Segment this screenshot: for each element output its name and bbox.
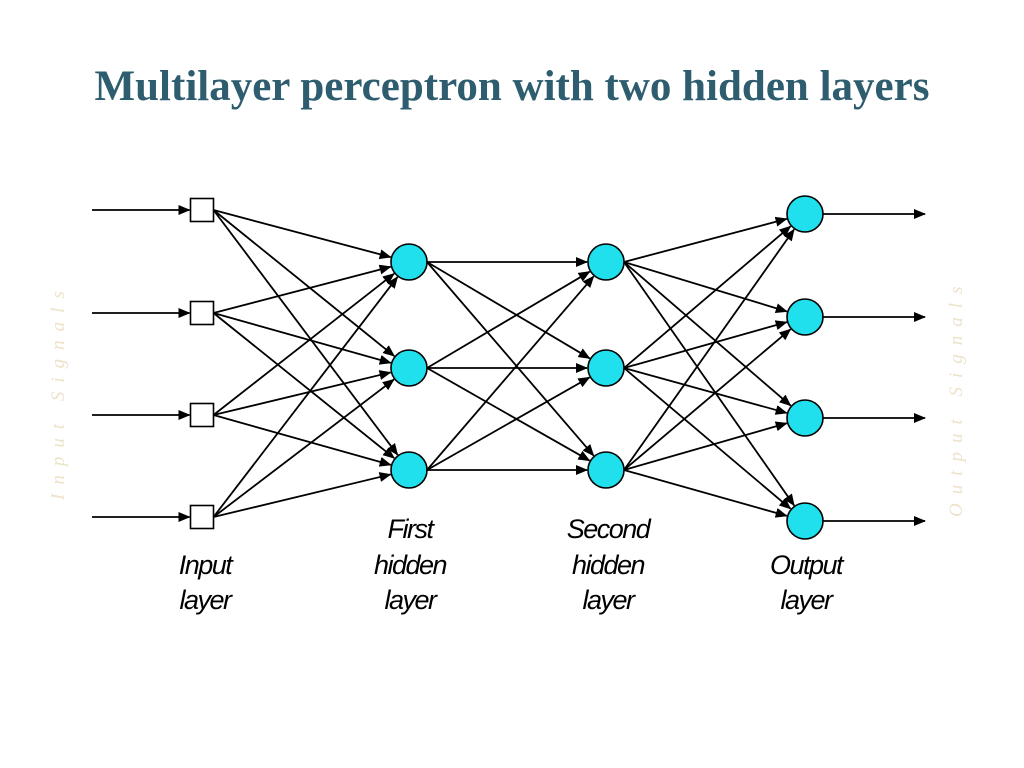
connection-hidden1-1-to-hidden2-2 [426,261,591,360]
input-node-1 [189,197,215,223]
connection-hidden1-2-to-hidden2-1 [426,270,591,369]
connections-group [92,205,926,526]
connection-input-2-to-hidden1-3 [212,312,395,459]
connection-input-1-to-hidden1-3 [212,209,399,456]
input-node-4 [189,504,215,530]
connection-input-1-to-hidden1-2 [212,209,396,357]
connection-hidden1-3-to-hidden2-2 [426,376,591,471]
connection-hidden2-3-to-output-1 [623,228,795,471]
input-signals-label: Input Signals [48,282,69,501]
second-hidden-layer-label-line-2: hidden [572,550,645,580]
input-layer-label-line-2: layer [179,585,233,615]
connection-hidden2-3-to-output-4 [623,469,788,518]
output-neuron-2 [786,298,824,336]
connection-hidden2-1-to-output-4 [623,261,795,507]
output-neuron-3 [786,399,824,437]
first-hidden-neuron-2 [390,349,428,387]
slide-title: Multilayer perceptron with two hidden la… [94,63,930,110]
connection-hidden2-3-to-output-3 [623,421,788,471]
connection-hidden2-2-to-output-2 [623,320,788,369]
input-layer-label-line-1: Input [179,550,235,580]
input-node-3 [189,402,215,428]
connection-input-2-to-hidden1-1 [213,264,392,314]
connection-input-4-to-hidden1-2 [212,378,395,518]
connection-input-3-to-hidden1-1 [212,273,395,416]
second-hidden-neuron-3 [587,451,625,489]
first-hidden-layer-label-line-3: layer [384,585,438,615]
first-hidden-layer-label-line-1: First [388,514,436,544]
second-hidden-layer-label-line-1: Second [567,514,652,544]
connection-hidden2-2-to-output-3 [623,367,788,415]
connection-input-4-to-hidden1-1 [212,276,399,518]
output-neuron-1 [786,195,824,233]
input-node-2 [189,300,215,326]
second-hidden-neuron-1 [587,243,625,281]
connection-input-3-to-hidden1-3 [213,414,392,467]
connection-hidden2-1-to-output-1 [623,216,788,263]
connection-hidden2-2-to-output-4 [623,367,792,510]
first-hidden-neuron-3 [390,451,428,489]
second-hidden-neuron-2 [587,349,625,387]
nodes-group [189,195,824,540]
output-signals-label: Output Signals [946,278,967,517]
connection-hidden2-1-to-output-2 [623,261,788,314]
output-neuron-4 [786,502,824,540]
first-hidden-neuron-1 [390,243,428,281]
output-layer-label-line-2: layer [780,585,834,615]
connection-hidden2-1-to-output-3 [623,261,792,407]
connection-hidden1-2-to-hidden2-3 [426,367,591,462]
connection-input-1-to-hidden1-1 [213,209,392,260]
connection-input-4-to-hidden1-3 [213,472,392,518]
connection-hidden2-2-to-output-1 [623,225,792,369]
connection-hidden2-3-to-output-2 [623,328,792,471]
connection-input-3-to-hidden1-2 [213,370,392,416]
output-layer-label-line-1: Output [770,550,845,580]
connection-hidden1-1-to-hidden2-3 [426,261,595,457]
second-hidden-layer-label-line-3: layer [582,585,636,615]
connection-hidden1-3-to-hidden2-1 [426,275,595,471]
connection-input-2-to-hidden1-2 [213,312,392,365]
first-hidden-layer-label-line-2: hidden [374,550,447,580]
